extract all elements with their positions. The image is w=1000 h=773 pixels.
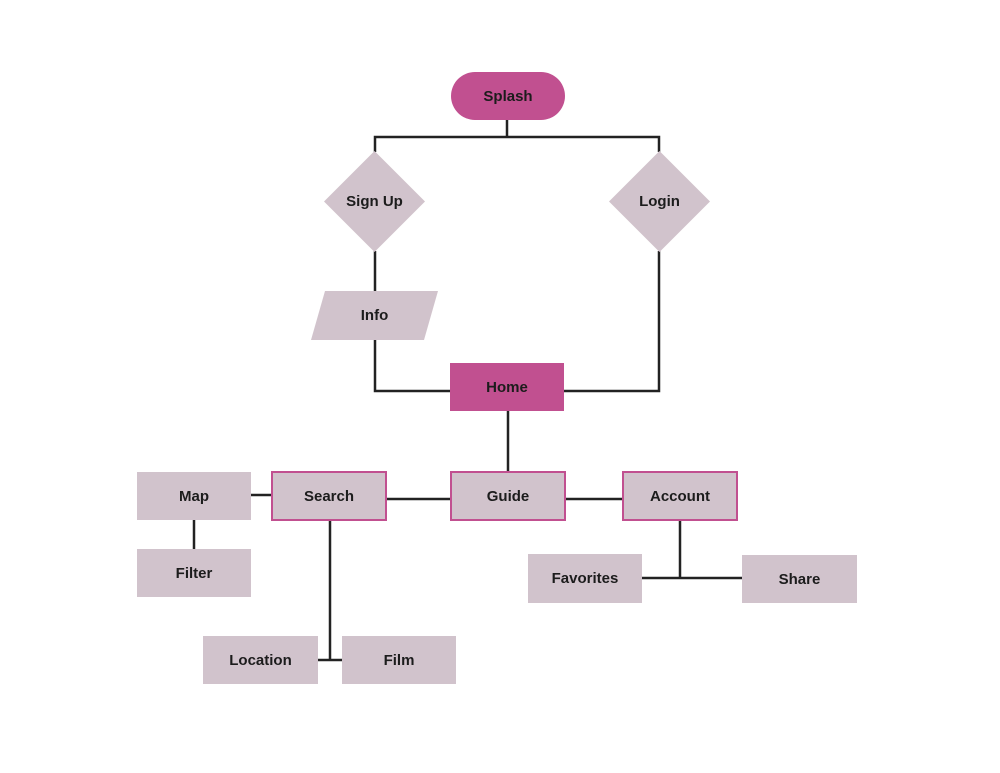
edge-info-home [373,339,450,393]
node-account[interactable]: Account [622,471,738,521]
node-home[interactable]: Home [450,363,564,411]
node-filter[interactable]: Filter [137,549,251,597]
node-location-label: Location [229,651,292,669]
node-signup-label: Sign Up [346,193,403,210]
node-info-label: Info [360,307,389,324]
node-account-label: Account [650,487,710,505]
diamond-shape [609,151,710,252]
node-login-label: Login [639,193,680,210]
node-splash-label: Splash [483,87,533,105]
node-location[interactable]: Location [203,636,318,684]
node-share-label: Share [778,570,821,588]
node-search[interactable]: Search [271,471,387,521]
node-share[interactable]: Share [742,555,857,603]
diamond-shape [324,151,425,252]
node-splash[interactable]: Splash [451,72,565,120]
edge-search-children [318,520,342,662]
node-info[interactable]: Info [311,291,438,340]
node-guide-label: Guide [486,487,530,505]
node-home-label: Home [486,378,528,396]
node-film-label: Film [383,651,415,669]
edge-login-home [563,251,661,393]
node-guide[interactable]: Guide [450,471,566,521]
node-signup[interactable]: Sign Up [324,151,425,252]
node-film[interactable]: Film [342,636,456,684]
node-search-label: Search [303,487,355,505]
parallelogram-shape [311,291,438,340]
node-login[interactable]: Login [609,151,710,252]
node-map-label: Map [179,487,209,505]
node-map[interactable]: Map [137,472,251,520]
node-filter-label: Filter [175,564,213,582]
node-favorites-label: Favorites [551,570,619,587]
node-favorites[interactable]: Favorites [528,554,642,603]
edge-account-children [642,520,742,580]
edge-splash-branch [373,120,661,152]
